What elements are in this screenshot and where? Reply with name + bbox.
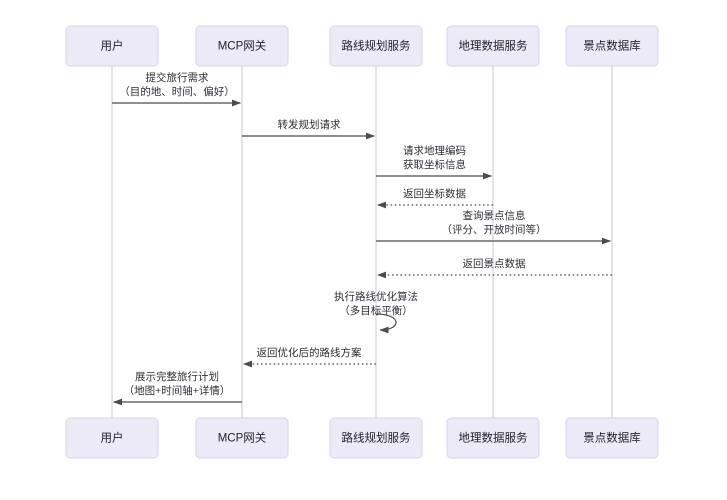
- participant-box-geo-top[interactable]: [446, 25, 540, 67]
- message-label-9-line-2: （地图+时间轴+详情）: [124, 384, 231, 397]
- message-6-response: 返回景点数据: [377, 257, 612, 279]
- participant-box-geo-bottom[interactable]: [446, 417, 540, 459]
- message-label-2-line-1: 转发规划请求: [278, 118, 341, 131]
- lifelines-group: [111, 66, 613, 418]
- message-label-5-line-2: （评分、开放时间等）: [442, 223, 547, 236]
- message-label-1-line-1: 提交旅行需求: [146, 71, 209, 84]
- message-4-response: 返回坐标数据: [377, 187, 493, 209]
- participant-box-poi-top[interactable]: [565, 25, 659, 67]
- participant-box-gateway-top[interactable]: [195, 25, 289, 67]
- participant-label-geo-top: 地理数据服务: [459, 39, 528, 53]
- participant-box-user-bottom[interactable]: [65, 417, 159, 459]
- participant-box-gateway-bottom[interactable]: [195, 417, 289, 459]
- participant-box-poi-bottom[interactable]: [565, 417, 659, 459]
- participant-label-poi-bottom: 景点数据库: [583, 431, 641, 445]
- messages-group: 提交旅行需求（目的地、时间、偏好）转发规划请求请求地理编码获取坐标信息返回坐标数…: [112, 71, 612, 406]
- message-label-6-line-1: 返回景点数据: [463, 257, 526, 270]
- participant-label-gateway-bottom: MCP网关: [218, 431, 267, 445]
- message-label-7-line-1: 执行路线优化算法: [334, 290, 418, 303]
- participant-label-user-bottom: 用户: [101, 431, 124, 445]
- participant-label-user-top: 用户: [101, 39, 124, 53]
- self-message-arrow: [375, 313, 397, 334]
- message-label-5-line-1: 查询景点信息: [463, 209, 526, 222]
- message-1-request: 提交旅行需求（目的地、时间、偏好）: [112, 71, 241, 107]
- message-7-self: 执行路线优化算法（多目标平衡）: [334, 290, 418, 334]
- participant-box-route-bottom[interactable]: [329, 417, 423, 459]
- message-label-8-line-1: 返回优化后的路线方案: [257, 346, 362, 359]
- message-9-response: 展示完整旅行计划（地图+时间轴+详情）: [113, 370, 242, 406]
- message-label-3-line-1: 请求地理编码: [403, 144, 466, 157]
- message-2-request: 转发规划请求: [242, 118, 375, 140]
- participant-label-route-top: 路线规划服务: [342, 39, 411, 53]
- message-5-request: 查询景点信息（评分、开放时间等）: [376, 209, 611, 245]
- message-label-4-line-1: 返回坐标数据: [403, 187, 466, 200]
- participant-label-gateway-top: MCP网关: [218, 39, 267, 53]
- message-8-response: 返回优化后的路线方案: [243, 346, 376, 368]
- participant-box-user-top[interactable]: [65, 25, 159, 67]
- participant-label-poi-top: 景点数据库: [583, 39, 641, 53]
- participant-label-geo-bottom: 地理数据服务: [459, 431, 528, 445]
- message-label-1-line-2: （目的地、时间、偏好）: [119, 85, 235, 98]
- participant-footer-row: 用户 MCP网关 路线规划服务 地理数据服务 景点数据库: [65, 417, 659, 459]
- participant-box-route-top[interactable]: [329, 25, 423, 67]
- message-label-3-line-2: 获取坐标信息: [403, 158, 466, 171]
- message-label-9-line-1: 展示完整旅行计划: [135, 370, 219, 383]
- message-label-7-line-2: （多目标平衡）: [339, 304, 413, 317]
- participant-label-route-bottom: 路线规划服务: [342, 431, 411, 445]
- participant-header-row: 用户 MCP网关 路线规划服务 地理数据服务 景点数据库: [65, 25, 659, 67]
